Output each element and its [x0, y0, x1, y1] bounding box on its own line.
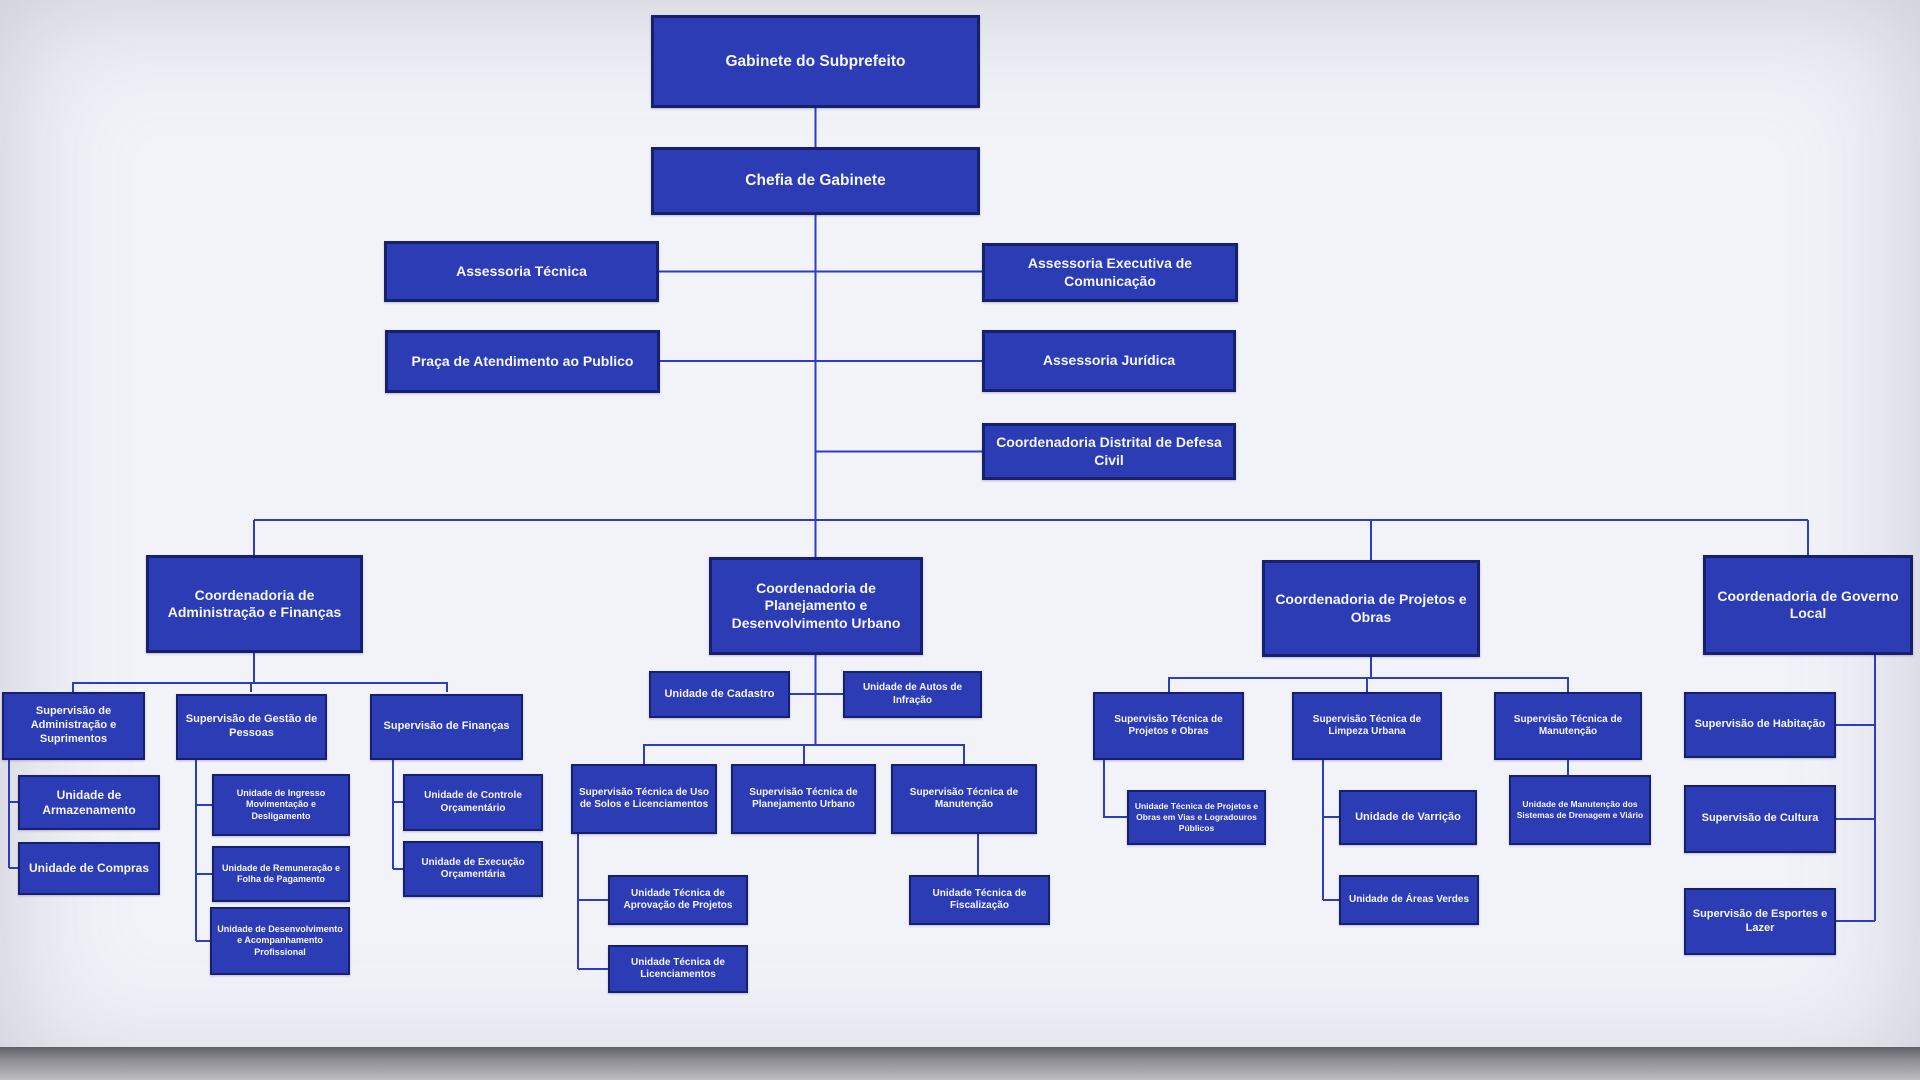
org-node-coordenadoria-planejamento-urbano: Coordenadoria de Planejamento e Desenvol… [709, 557, 923, 655]
org-node-supervisao-esportes-lazer: Supervisão de Esportes e Lazer [1684, 888, 1836, 955]
org-node-supervisao-tecnica-projetos-obras: Supervisão Técnica de Projetos e Obras [1093, 692, 1244, 760]
org-node-coordenadoria-governo-local: Coordenadoria de Governo Local [1703, 555, 1913, 655]
org-node-assessoria-executiva-comunicacao: Assessoria Executiva de Comunicação [982, 243, 1238, 302]
org-node-supervisao-habitacao: Supervisão de Habitação [1684, 692, 1836, 758]
org-node-assessoria-juridica: Assessoria Jurídica [982, 330, 1236, 392]
org-node-chefia-de-gabinete: Chefia de Gabinete [651, 147, 980, 215]
org-node-unidade-execucao-orcamentaria: Unidade de Execução Orçamentária [403, 841, 543, 897]
org-node-unidade-autos-infracao: Unidade de Autos de Infração [843, 671, 982, 718]
org-node-supervisao-tecnica-uso-solos-licenciamentos: Supervisão Técnica de Uso de Solos e Lic… [571, 764, 717, 834]
org-node-supervisao-financas: Supervisão de Finanças [370, 694, 523, 760]
org-node-unidade-cadastro: Unidade de Cadastro [649, 671, 790, 718]
org-node-coordenadoria-defesa-civil: Coordenadoria Distrital de Defesa Civil [982, 423, 1236, 480]
org-node-assessoria-tecnica: Assessoria Técnica [384, 241, 659, 302]
org-node-unidade-tecnica-vias-logradouros: Unidade Técnica de Projetos e Obras em V… [1127, 790, 1266, 845]
org-node-praca-atendimento-publico: Praça de Atendimento ao Publico [385, 330, 660, 393]
org-node-unidade-ingresso-movimentacao-desligamento: Unidade de Ingresso Movimentação e Desli… [212, 774, 350, 836]
org-node-supervisao-tecnica-limpeza-urbana: Supervisão Técnica de Limpeza Urbana [1292, 692, 1442, 760]
org-node-supervisao-tecnica-manutencao-obras: Supervisão Técnica de Manutenção [1494, 692, 1642, 760]
org-node-supervisao-tecnica-planejamento-urbano: Supervisão Técnica de Planejamento Urban… [731, 764, 876, 834]
org-node-unidade-areas-verdes: Unidade de Áreas Verdes [1339, 875, 1479, 925]
org-node-unidade-remuneracao-folha-pagamento: Unidade de Remuneração e Folha de Pagame… [212, 846, 350, 902]
org-node-supervisao-gestao-pessoas: Supervisão de Gestão de Pessoas [176, 694, 327, 760]
org-node-unidade-tecnica-aprovacao-projetos: Unidade Técnica de Aprovação de Projetos [608, 875, 748, 925]
org-node-supervisao-administracao-suprimentos: Supervisão de Administração e Suprimento… [2, 692, 145, 760]
org-node-unidade-tecnica-licenciamentos: Unidade Técnica de Licenciamentos [608, 945, 748, 993]
org-node-supervisao-tecnica-manutencao-planejamento: Supervisão Técnica de Manutenção [891, 764, 1037, 834]
org-node-unidade-desenvolvimento-acompanhamento: Unidade de Desenvolvimento e Acompanhame… [210, 907, 350, 975]
window-bottom-edge [0, 1047, 1920, 1080]
org-node-gabinete-do-subprefeito: Gabinete do Subprefeito [651, 15, 980, 108]
org-node-supervisao-cultura: Supervisão de Cultura [1684, 785, 1836, 853]
org-node-unidade-varricao: Unidade de Varrição [1339, 790, 1477, 845]
org-node-unidade-armazenamento: Unidade de Armazenamento [18, 775, 160, 830]
org-node-unidade-compras: Unidade de Compras [18, 842, 160, 895]
org-node-unidade-manutencao-drenagem-viario: Unidade de Manutenção dos Sistemas de Dr… [1509, 775, 1651, 845]
org-node-unidade-controle-orcamentario: Unidade de Controle Orçamentário [403, 774, 543, 831]
org-node-coordenadoria-projetos-obras: Coordenadoria de Projetos e Obras [1262, 560, 1480, 657]
org-node-unidade-tecnica-fiscalizacao: Unidade Técnica de Fiscalização [909, 875, 1050, 925]
org-node-coordenadoria-administracao-financas: Coordenadoria de Administração e Finança… [146, 555, 363, 653]
